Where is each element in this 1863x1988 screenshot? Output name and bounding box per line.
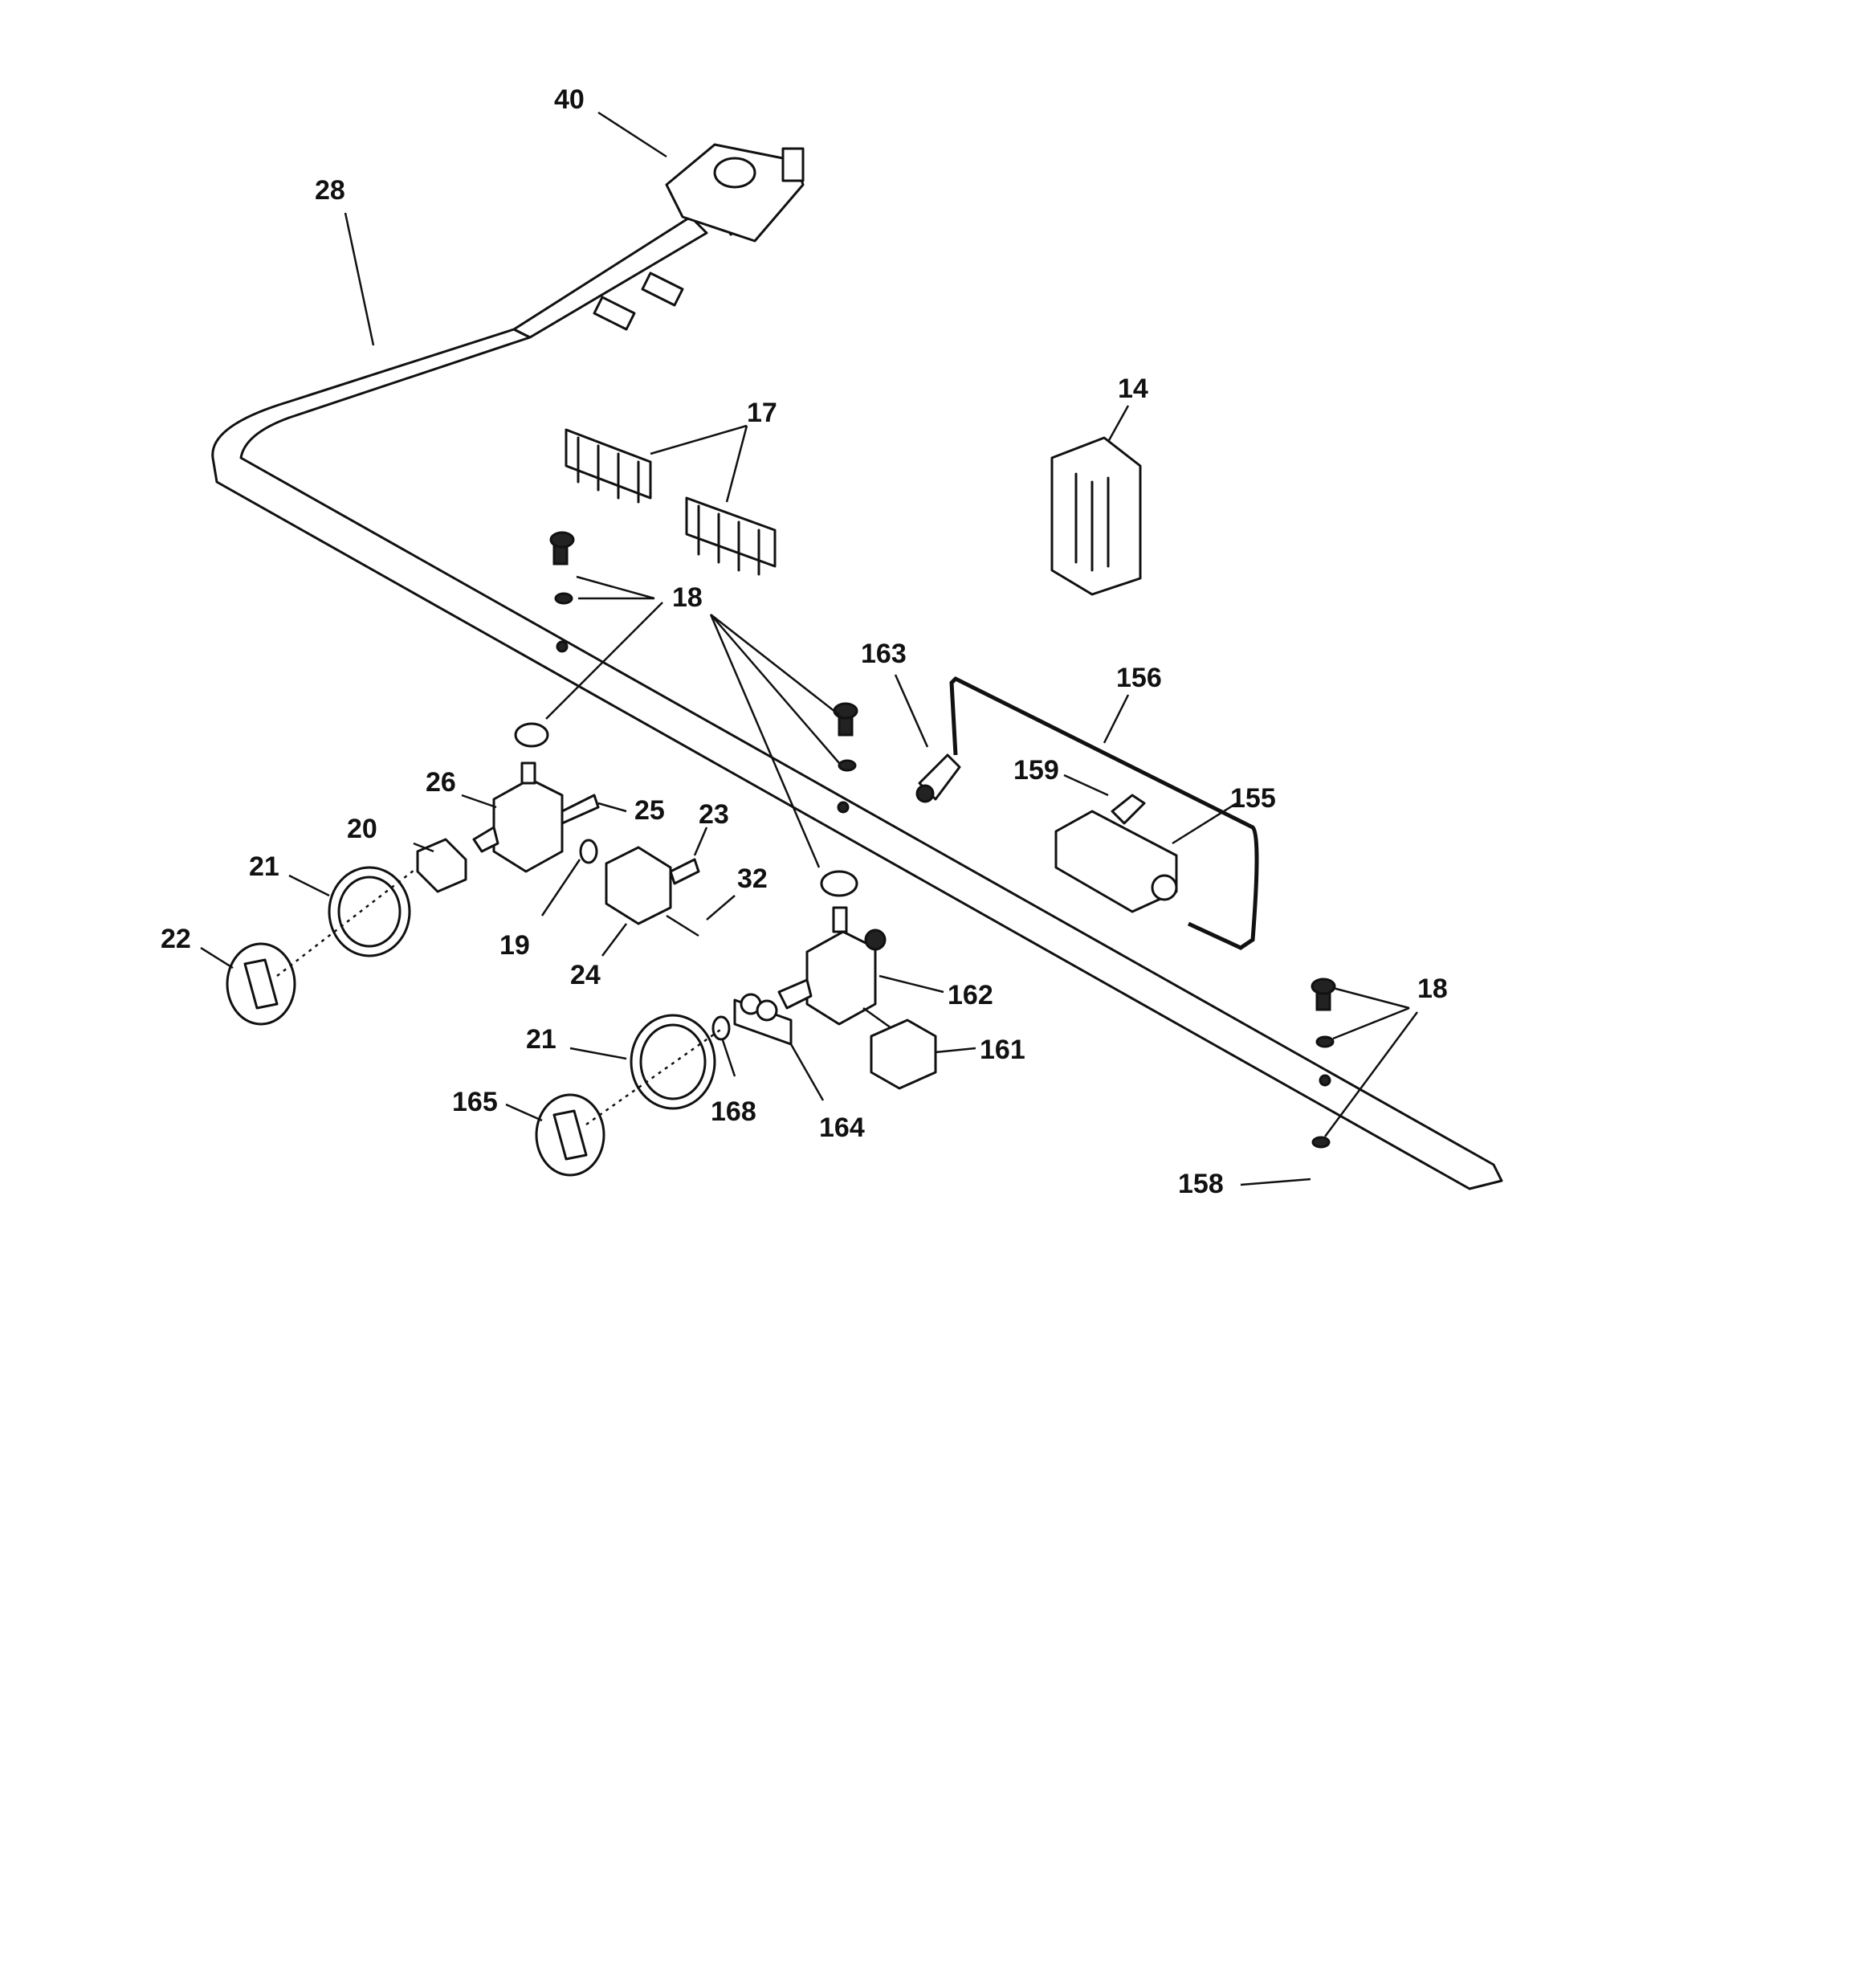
callout-165: 165 bbox=[452, 1087, 498, 1117]
callout-17: 17 bbox=[747, 398, 777, 428]
terminal-block-lower bbox=[685, 496, 777, 576]
burner-valve-lower bbox=[777, 906, 887, 1026]
screws-washers bbox=[549, 531, 1336, 1149]
manifold-pipe bbox=[211, 175, 1503, 1190]
thermocouple-wire bbox=[949, 676, 1259, 950]
callout-164: 164 bbox=[819, 1112, 865, 1143]
callout-28: 28 bbox=[315, 175, 345, 206]
callout-24: 24 bbox=[570, 960, 601, 990]
bezel-upper bbox=[328, 866, 411, 957]
callout-162: 162 bbox=[948, 980, 993, 1010]
knob-upper bbox=[226, 942, 296, 1026]
callout-163: 163 bbox=[861, 639, 907, 669]
callout-168: 168 bbox=[711, 1096, 756, 1127]
stem-adapter bbox=[416, 838, 467, 893]
burner-valve-upper bbox=[472, 761, 600, 873]
callouts: 40 28 14 17 18 163 156 159 155 26 25 23 … bbox=[161, 84, 1448, 1199]
callout-161: 161 bbox=[980, 1035, 1025, 1065]
callout-18-upper: 18 bbox=[672, 582, 703, 613]
callout-18-lower: 18 bbox=[1417, 974, 1448, 1004]
callout-158: 158 bbox=[1178, 1169, 1224, 1199]
callout-14: 14 bbox=[1118, 374, 1148, 404]
callout-25: 25 bbox=[634, 795, 665, 826]
callout-21-upper: 21 bbox=[249, 851, 279, 882]
callout-23: 23 bbox=[699, 799, 729, 830]
callout-22: 22 bbox=[161, 924, 191, 954]
callout-159: 159 bbox=[1013, 755, 1059, 786]
elbow-fitting bbox=[915, 753, 961, 803]
o-rings bbox=[514, 722, 858, 1041]
callout-32: 32 bbox=[737, 863, 768, 894]
callout-20: 20 bbox=[347, 814, 377, 844]
regulator bbox=[665, 143, 805, 243]
callout-21-lower: 21 bbox=[526, 1024, 556, 1055]
knob-lower bbox=[535, 1093, 605, 1177]
ignition-switch bbox=[605, 846, 700, 925]
safety-valve bbox=[1054, 810, 1178, 913]
callout-40: 40 bbox=[554, 84, 585, 115]
spark-module bbox=[1050, 436, 1142, 596]
callout-19: 19 bbox=[499, 930, 530, 961]
callout-26: 26 bbox=[426, 767, 456, 798]
callout-155: 155 bbox=[1230, 783, 1276, 814]
bezel-lower bbox=[630, 1014, 716, 1110]
micro-switch bbox=[862, 1006, 937, 1090]
pipe-fittings bbox=[593, 271, 684, 331]
terminal-block-upper bbox=[565, 428, 652, 504]
callout-156: 156 bbox=[1116, 663, 1162, 693]
axis-line-lower bbox=[585, 1027, 724, 1126]
switch-screw bbox=[666, 914, 699, 937]
axis-line-upper bbox=[276, 867, 418, 977]
valve-fitting bbox=[1111, 794, 1146, 825]
leader-lines bbox=[200, 111, 1419, 1186]
